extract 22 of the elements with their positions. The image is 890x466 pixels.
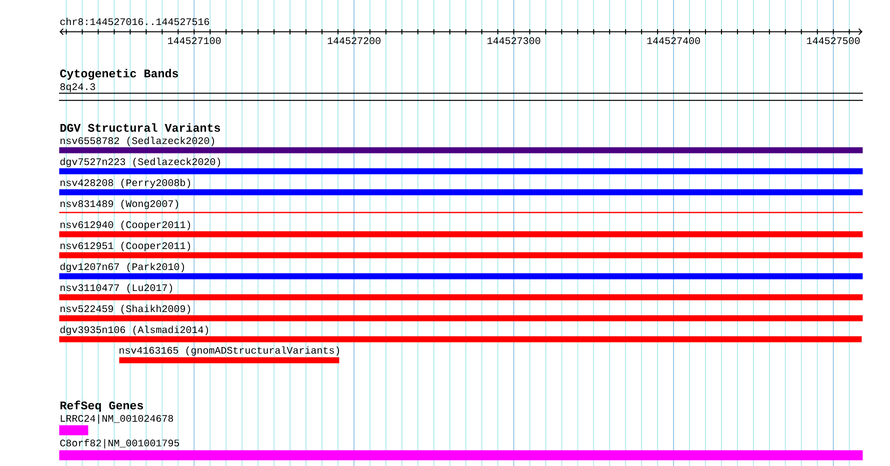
feature-label: 8q24.3 — [60, 83, 96, 92]
coordinate-label: chr8:144527016..144527516 — [60, 18, 210, 26]
tick-label: 144527200 — [328, 37, 380, 44]
tick-label: 144527500 — [807, 37, 860, 44]
feature-label: nsv612940 (Cooper2011) — [60, 220, 190, 230]
track-heading: DGV Structural Variants — [60, 123, 220, 132]
feature-label: nsv428208 (Perry2008b) — [60, 178, 190, 188]
feature-label: nsv522459 (Shaikh2009) — [60, 304, 190, 314]
track-heading: RefSeq Genes — [60, 400, 144, 412]
feature-label: LRRC24|NM_001024678 — [60, 414, 174, 424]
feature-label: dgv7527n223 (Sedlazeck2020) — [60, 158, 220, 168]
feature-label: nsv3110477 (Lu2017) — [60, 284, 172, 294]
tick-label: 144527300 — [488, 37, 540, 44]
feature-label: nsv4163165 (gnomADStructuralVariants) — [120, 346, 340, 356]
feature-label: C8orf82|NM_001001795 — [60, 439, 180, 448]
feature-label: nsv612951 (Cooper2011) — [60, 242, 190, 252]
tick-label: 144527100 — [168, 37, 221, 44]
tick-label: 144527400 — [647, 37, 700, 44]
feature-label: dgv1207n67 (Park2010) — [60, 262, 184, 272]
feature-label: nsv831489 (Wong2007) — [60, 200, 178, 210]
feature-label: dgv3935n106 (Alsmadi2014) — [60, 326, 208, 336]
feature-label: nsv6558782 (Sedlazeck2020) — [60, 136, 214, 146]
